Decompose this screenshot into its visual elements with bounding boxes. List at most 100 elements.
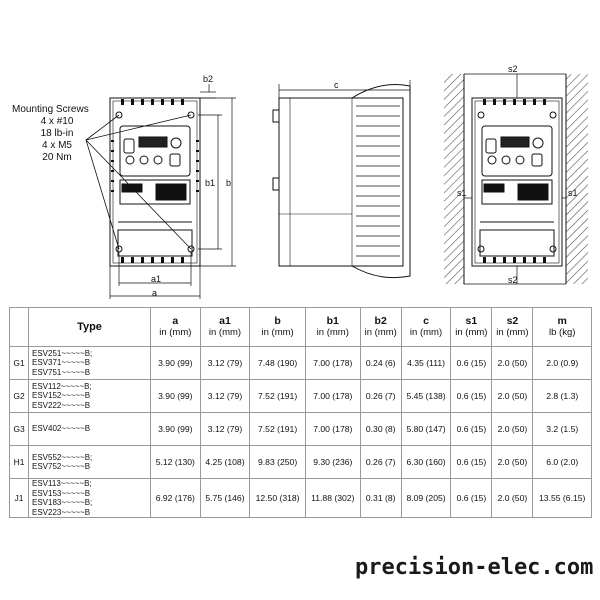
dim-label-s2-bottom: s2 — [508, 275, 518, 285]
side-dimensions — [278, 80, 411, 98]
dimension-value-cell: 12.50 (318) — [249, 478, 306, 518]
table-header-type: Type — [28, 307, 151, 347]
dimension-value-cell: 0.26 (7) — [359, 379, 402, 413]
front-dimensions — [109, 84, 236, 299]
dim-label-b2: b2 — [203, 74, 214, 84]
dimension-value-cell: 3.90 (99) — [150, 412, 201, 446]
dimension-value-cell: 2.0 (50) — [491, 379, 534, 413]
dimension-value-cell: 0.30 (8) — [359, 412, 402, 446]
frame-size-cell: G3 — [9, 412, 29, 446]
dimension-value-cell: 0.6 (15) — [450, 412, 493, 446]
dimension-value-cell: 3.90 (99) — [150, 346, 201, 380]
model-type-line: ESV402~~~~~B — [32, 424, 91, 434]
model-type-line: ESV552~~~~~B; ESV752~~~~~B — [32, 452, 93, 472]
dimension-value-cell: 0.6 (15) — [450, 478, 493, 518]
mounting-screws-imperial-torque: 18 lb-in — [40, 128, 74, 139]
dimension-value-cell: 7.00 (178) — [304, 379, 361, 413]
model-type-line: ESV113~~~~~B; ESV153~~~~~B — [32, 479, 92, 498]
dimension-value-cell: 5.45 (138) — [400, 379, 452, 413]
dimension-value-cell: 2.0 (50) — [491, 412, 534, 446]
model-type-line: ESV251~~~~~B; ESV371~~~~~B — [32, 348, 93, 368]
side-view — [272, 84, 411, 279]
dim-label-a: a — [152, 288, 158, 298]
dimension-value-cell: 13.55 (6.15) — [532, 478, 592, 518]
model-type-cell: ESV552~~~~~B; ESV752~~~~~B — [28, 445, 151, 479]
model-type-line: ESV751~~~~~B — [32, 367, 91, 377]
dimension-value-cell: 7.00 (178) — [304, 346, 361, 380]
dim-label-b1: b1 — [205, 178, 216, 188]
mounting-screws-metric-torque: 20 Nm — [42, 152, 72, 163]
mounting-screw-leaders — [85, 114, 192, 250]
dimension-value-cell: 6.30 (160) — [400, 445, 452, 479]
dimension-value-cell: 2.0 (0.9) — [532, 346, 592, 380]
dimension-value-cell: 0.31 (8) — [359, 478, 402, 518]
dim-label-b: b — [226, 178, 232, 188]
dimension-value-cell: 4.35 (111) — [400, 346, 452, 380]
frame-size-cell: G2 — [9, 379, 29, 413]
model-type-cell: ESV402~~~~~B — [28, 412, 151, 446]
side-housing-outline — [278, 97, 404, 267]
frame-size-cell: J1 — [9, 478, 29, 518]
dimension-value-cell: 7.48 (190) — [249, 346, 306, 380]
dimension-value-cell: 0.24 (6) — [359, 346, 402, 380]
clearance-view — [444, 73, 588, 285]
clearance-housing-outline — [471, 97, 563, 267]
dimension-value-cell: 9.83 (250) — [249, 445, 306, 479]
dimension-value-cell: 2.8 (1.3) — [532, 379, 592, 413]
dimension-value-cell: 0.6 (15) — [450, 346, 493, 380]
dim-label-c: c — [334, 80, 339, 90]
dimension-value-cell: 0.6 (15) — [450, 379, 493, 413]
dimension-value-cell: 5.75 (146) — [199, 478, 251, 518]
dimension-value-cell: 3.12 (79) — [199, 379, 251, 413]
watermark-text: precision-elec.com — [355, 555, 594, 580]
dimension-value-cell: 2.0 (50) — [491, 478, 534, 518]
mounting-screws-title: Mounting Screws — [12, 104, 89, 115]
frame-size-cell: H1 — [9, 445, 29, 479]
table-header-class — [9, 307, 29, 347]
dimension-value-cell: 5.12 (130) — [150, 445, 201, 479]
brand-strip — [119, 179, 191, 205]
dimension-value-cell: 11.88 (302) — [304, 478, 361, 518]
front-view — [109, 97, 201, 267]
dimension-value-cell: 0.6 (15) — [450, 445, 493, 479]
front-housing-outline — [109, 97, 201, 267]
model-type-line: ESV112~~~~~B; ESV152~~~~~B — [32, 381, 92, 401]
dimension-drawings — [85, 73, 588, 299]
dimension-value-cell: 4.25 (108) — [199, 445, 251, 479]
dimension-value-cell: 7.52 (191) — [249, 379, 306, 413]
model-type-line: ESV222~~~~~B — [32, 400, 91, 410]
dim-label-s1-left: s1 — [457, 188, 467, 198]
dimension-value-cell: 3.12 (79) — [199, 346, 251, 380]
dimension-value-cell: 2.0 (50) — [491, 346, 534, 380]
mounting-screws-imperial-size: 4 x #10 — [40, 116, 74, 127]
dim-label-a1: a1 — [151, 274, 162, 284]
model-type-line: ESV183~~~~~B; ESV223~~~~~B — [32, 498, 93, 517]
frame-size-cell: G1 — [9, 346, 29, 380]
dimension-value-cell: 2.0 (50) — [491, 445, 534, 479]
dimension-value-cell: 6.0 (2.0) — [532, 445, 592, 479]
clearance-dimensions — [464, 73, 566, 285]
terminal-cover — [117, 229, 193, 257]
dimension-value-cell: 7.52 (191) — [249, 412, 306, 446]
dimension-value-cell: 6.92 (176) — [150, 478, 201, 518]
mounting-screws-metric-size: 4 x M5 — [41, 140, 72, 151]
dimension-value-cell: 0.26 (7) — [359, 445, 402, 479]
dimension-value-cell: 8.09 (205) — [400, 478, 452, 518]
